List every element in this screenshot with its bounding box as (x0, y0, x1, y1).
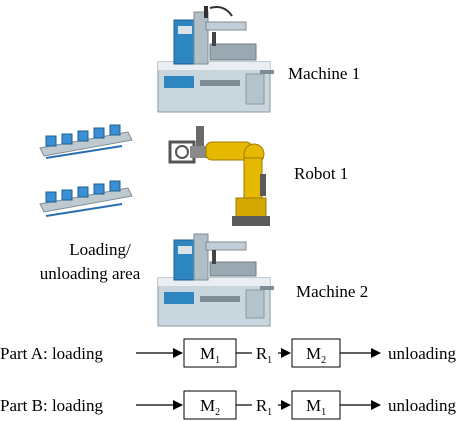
flow-row-part-b: Part B: loading M2 R1 M1 unloading (0, 390, 456, 420)
part-a-box-2-text: M2 (306, 344, 326, 366)
machine-1-label: Machine 1 (288, 64, 361, 83)
machine-2-label: Machine 2 (296, 282, 369, 301)
part-a-end-label: unloading (388, 344, 456, 363)
pallet-row-2 (39, 180, 133, 217)
part-a-box-2 (291, 338, 341, 368)
part-b-end-label: unloading (388, 396, 456, 415)
part-a-label: Part A: loading (0, 344, 103, 363)
part-b-label: Part B: loading (0, 396, 103, 415)
machine-2-image (157, 233, 274, 327)
machine-1-image (157, 6, 274, 113)
loading-area-label-line2: unloading area (39, 264, 141, 283)
loading-area-label-line1: Loading/ (69, 240, 131, 259)
part-b-box-2 (291, 390, 341, 420)
robot-1-image (168, 126, 270, 226)
flow-row-part-a: Part A: loading M1 R1 M2 unloading (0, 338, 456, 368)
part-a-transfer-text: R1 (256, 344, 272, 366)
part-b-transfer-text: R1 (256, 396, 272, 418)
pallet-row-1 (39, 124, 133, 159)
loading-area-image (39, 124, 133, 217)
part-b-box-2-text: M1 (306, 396, 326, 418)
part-a-box-1-text: M1 (200, 344, 220, 366)
part-b-box-1-text: M2 (200, 396, 220, 418)
robot-1-label: Robot 1 (294, 164, 349, 183)
